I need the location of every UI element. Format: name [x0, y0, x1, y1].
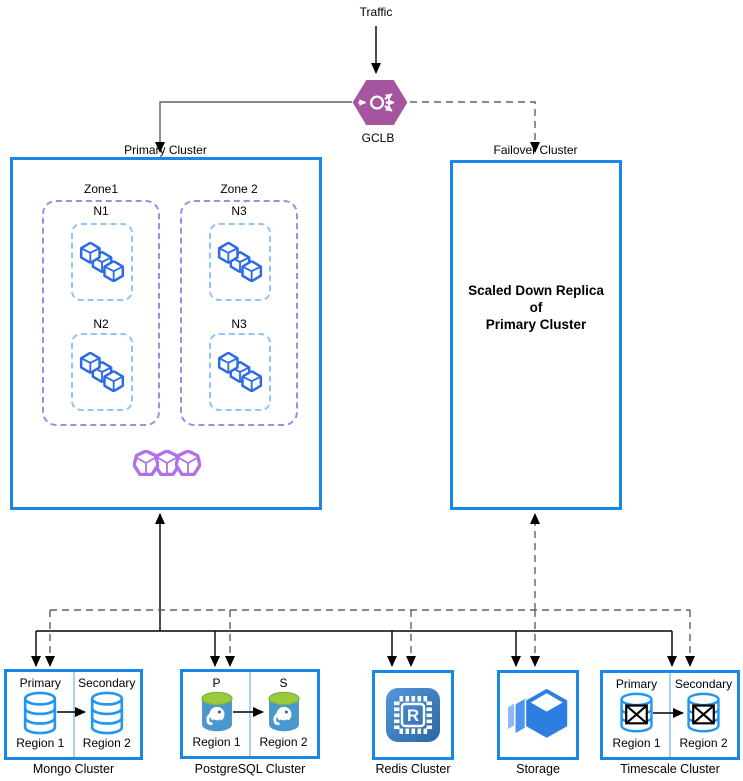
redis-chip-letter: R: [407, 706, 419, 725]
failover-line-1: Scaled Down Replica: [468, 282, 604, 298]
postgres-secondary-database-icon: [267, 691, 300, 732]
mongo-cluster-label: Mongo Cluster: [32, 762, 115, 776]
mongo-secondary-role-label: Secondary: [78, 676, 136, 690]
failover-line-2: of: [529, 299, 543, 315]
mongo-primary-role-label: Primary: [19, 676, 61, 690]
redis-chip-icon: R: [386, 688, 440, 742]
storage-box: [497, 670, 579, 760]
postgres-primary-half: P Region 1: [183, 672, 250, 756]
storage-label: Storage: [516, 762, 560, 776]
node-n2-label: N2: [93, 317, 109, 331]
primary-cluster-box: Zone1 Zone 2 N1 N2 N3: [10, 157, 322, 510]
postgres-cluster-label: PostgreSQL Cluster: [194, 762, 306, 776]
redis-cluster-label: Redis Cluster: [375, 762, 451, 776]
zone1-box: N1 N2: [42, 200, 160, 426]
node-n3-bottom-label: N3: [231, 317, 247, 331]
mongo-primary-region-label: Region 1: [16, 736, 65, 750]
failover-line-3: Primary Cluster: [485, 316, 587, 332]
redis-cluster-box: R: [372, 670, 454, 760]
mongo-primary-half: Primary Region 1: [7, 672, 74, 757]
workloads-cubes-icon: [217, 352, 263, 392]
postgres-primary-role-label: P: [212, 676, 221, 690]
timescale-secondary-half: Secondary Region 2: [670, 673, 737, 757]
postgres-secondary-role-label: S: [279, 676, 288, 690]
gclb-label: GCLB: [361, 131, 395, 145]
timescale-primary-half: Primary Region 1: [603, 673, 670, 757]
node-n1-box: [71, 223, 133, 301]
failover-cluster-label: Failover Cluster: [493, 143, 578, 157]
region-divider: [249, 672, 251, 756]
primary-cluster-label: Primary Cluster: [124, 143, 207, 157]
workloads-cubes-icon: [217, 242, 263, 282]
timescale-secondary-role-label: Secondary: [674, 677, 733, 691]
timescale-secondary-region-label: Region 2: [679, 736, 728, 750]
node-n2-box: [71, 333, 133, 411]
postgres-secondary-region-label: Region 2: [259, 735, 308, 749]
zone1-label: Zone1: [83, 182, 119, 196]
failover-cluster-box: Scaled Down Replica of Primary Cluster: [450, 160, 622, 510]
failover-cluster-text: Scaled Down Replica of Primary Cluster: [453, 163, 619, 507]
mongo-secondary-region-label: Region 2: [82, 736, 131, 750]
mongo-secondary-database-icon: [90, 691, 123, 735]
workloads-cubes-icon: [79, 352, 125, 392]
node-n3-top-box: [209, 223, 271, 301]
zone2-label: Zone 2: [220, 182, 258, 196]
storage-cubes-icon: [508, 687, 569, 740]
mongo-primary-database-icon: [24, 691, 57, 735]
postgres-secondary-half: S Region 2: [250, 672, 317, 756]
mongo-secondary-half: Secondary Region 2: [74, 672, 141, 757]
timescale-primary-database-icon: [620, 692, 653, 733]
postgres-primary-database-icon: [200, 691, 233, 732]
postgres-cluster-box: P Region 1 S Region 2: [180, 669, 320, 759]
gclb-load-balancer-icon: [350, 79, 410, 131]
timescale-secondary-database-icon: [687, 692, 720, 733]
zone2-box: N3 N3: [180, 200, 298, 426]
traffic-label: Traffic: [359, 5, 393, 19]
timescale-cluster-box: Primary Region 1 Secondary Region 2: [600, 670, 740, 760]
timescale-primary-region-label: Region 1: [612, 736, 661, 750]
mongo-cluster-box: Primary Region 1 Secondary Region 2: [4, 669, 143, 760]
node-n3-bottom-box: [209, 333, 271, 411]
region-divider: [669, 673, 671, 757]
postgres-primary-region-label: Region 1: [192, 735, 241, 749]
timescale-primary-role-label: Primary: [615, 677, 658, 691]
region-divider: [72, 672, 75, 757]
workloads-cubes-icon: [79, 242, 125, 282]
node-n3-top-label: N3: [231, 204, 247, 218]
pods-icon: [133, 448, 203, 483]
timescale-cluster-label: Timescale Cluster: [620, 762, 720, 776]
node-n1-label: N1: [93, 204, 109, 218]
